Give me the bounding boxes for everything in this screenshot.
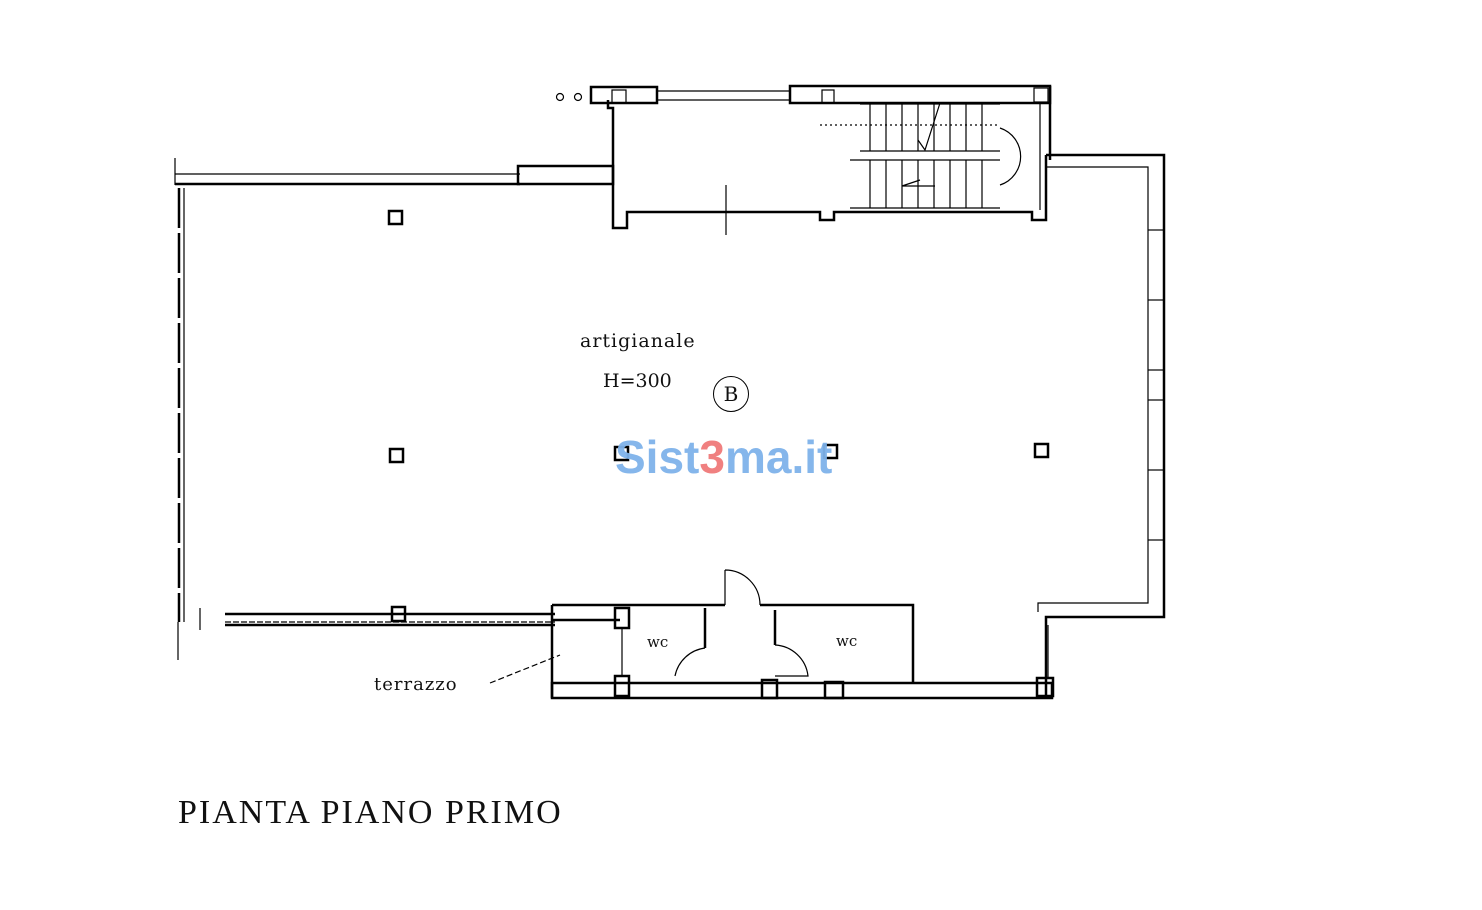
stair-core — [555, 84, 1052, 235]
watermark-suffix: ma.it — [724, 431, 833, 483]
watermark-mid: 3 — [699, 431, 725, 483]
wc-left-label: wc — [647, 633, 669, 651]
south-wall — [225, 569, 1055, 700]
room-name-label: artigianale — [580, 330, 696, 352]
watermark-logo: Sist3ma.it — [615, 430, 832, 484]
plan-title: PIANTA PIANO PRIMO — [178, 794, 563, 831]
staircase — [820, 102, 1022, 209]
terrace-label: terrazzo — [374, 674, 458, 695]
pillars — [387, 209, 1050, 464]
east-wall — [1037, 153, 1166, 698]
north-west-wall — [174, 158, 615, 186]
room-height-label: H=300 — [603, 370, 672, 392]
unit-tag: B — [713, 376, 749, 412]
watermark-prefix: Sist — [615, 431, 700, 483]
wc-right-label: wc — [836, 632, 858, 650]
west-wall — [177, 188, 201, 660]
